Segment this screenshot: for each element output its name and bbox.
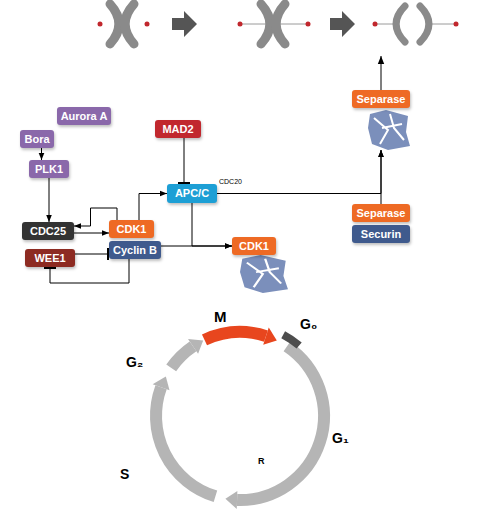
protein-name: CDC25 bbox=[22, 222, 74, 240]
spindle-pole bbox=[238, 22, 243, 27]
protein-node: CDK1 bbox=[109, 220, 154, 238]
chromatid bbox=[420, 6, 429, 42]
activation-connector bbox=[192, 203, 232, 246]
protein-node: Cyclin B bbox=[109, 241, 161, 259]
protein-name: MAD2 bbox=[155, 120, 201, 138]
protein-box: MAD2 bbox=[155, 120, 201, 138]
protein-node: CDC25 bbox=[22, 222, 74, 240]
protein-name: Bora bbox=[20, 130, 54, 148]
spindle-fiber bbox=[278, 24, 306, 25]
activation-connector bbox=[217, 150, 381, 194]
g1-arc bbox=[237, 346, 324, 500]
phase-label: R bbox=[258, 456, 265, 466]
stage-arrow bbox=[330, 11, 355, 37]
activation-connector bbox=[74, 233, 109, 234]
cell-cycle bbox=[153, 328, 324, 509]
protein-name: Cyclin B bbox=[109, 241, 161, 259]
activation-connector bbox=[49, 178, 50, 222]
protein-name: Separase bbox=[352, 204, 410, 222]
protein-box: Aurora A bbox=[57, 107, 111, 125]
chromatid bbox=[396, 6, 405, 42]
spindle-fiber bbox=[377, 24, 394, 25]
activation-connector bbox=[41, 148, 42, 160]
protein-name: Aurora A bbox=[57, 107, 111, 125]
spindle-pole bbox=[98, 22, 103, 27]
m-phase-head bbox=[263, 328, 277, 345]
spindle-pole bbox=[306, 22, 311, 27]
phase-label: G₀ bbox=[300, 316, 317, 332]
protein-node: Aurora A bbox=[57, 107, 111, 125]
inhibition-connector bbox=[184, 138, 185, 184]
protein-box: CDK1 bbox=[109, 220, 154, 238]
m-phase-arc bbox=[205, 332, 266, 340]
chromosome-condensed bbox=[98, 4, 150, 44]
protein-node: APC/C bbox=[167, 184, 217, 203]
chromatid bbox=[261, 4, 270, 44]
degraded-protein bbox=[240, 255, 288, 293]
protein-name: PLK1 bbox=[29, 160, 69, 178]
chromatid bbox=[125, 4, 134, 44]
protein-box: Cyclin B bbox=[109, 241, 161, 259]
protein-node: Separase bbox=[352, 90, 410, 150]
s-arc bbox=[156, 387, 215, 496]
inhibition-connector bbox=[75, 254, 109, 255]
protein-node: MAD2 bbox=[155, 120, 201, 138]
phase-label: G₁ bbox=[332, 430, 349, 446]
activation-connector bbox=[381, 150, 382, 204]
protein-box: Securin bbox=[352, 225, 410, 243]
protein-node: Bora bbox=[20, 130, 54, 148]
activation-connector bbox=[139, 194, 167, 221]
protein-node: CDK1 bbox=[232, 237, 290, 293]
degradation-crack bbox=[247, 259, 281, 288]
protein-box: Separase bbox=[352, 204, 410, 222]
chromatids-separated bbox=[373, 6, 459, 42]
spindle-fiber bbox=[431, 24, 454, 25]
protein-box: PLK1 bbox=[29, 160, 69, 178]
spindle-fiber bbox=[242, 24, 268, 25]
stage-arrow bbox=[172, 11, 197, 37]
g1-head bbox=[225, 491, 237, 509]
degraded-protein bbox=[368, 110, 410, 150]
chromatid bbox=[276, 4, 285, 44]
protein-node: PLK1 bbox=[29, 160, 69, 178]
g0-arc bbox=[283, 335, 299, 346]
protein-name: CDK1 bbox=[109, 220, 154, 238]
chromosome-attached bbox=[238, 4, 311, 44]
subunit-label: CDC20 bbox=[219, 178, 242, 185]
s-head bbox=[153, 377, 170, 391]
protein-node: Separase bbox=[352, 204, 410, 222]
degradation-crack bbox=[374, 114, 404, 144]
protein-box: APC/C bbox=[167, 184, 217, 203]
g2-arc bbox=[171, 346, 193, 367]
protein-name: WEE1 bbox=[25, 249, 75, 267]
separation-arrow bbox=[381, 56, 382, 90]
phase-label: G₂ bbox=[126, 354, 143, 370]
protein-box: WEE1 bbox=[25, 249, 75, 267]
spindle-pole bbox=[454, 22, 459, 27]
protein-box: Separase bbox=[352, 90, 410, 108]
spindle-pole bbox=[373, 22, 378, 27]
protein-box: CDC25 bbox=[22, 222, 74, 240]
protein-name: Separase bbox=[352, 90, 410, 108]
g2-head bbox=[188, 339, 203, 354]
protein-node: WEE1 bbox=[25, 249, 75, 267]
protein-name: CDK1 bbox=[232, 237, 276, 255]
degraded-fragment bbox=[240, 255, 288, 293]
protein-box: CDK1 bbox=[232, 237, 276, 255]
phase-label: S bbox=[120, 466, 129, 482]
protein-name: Securin bbox=[352, 225, 410, 243]
degraded-fragment bbox=[368, 110, 410, 150]
spindle-pole bbox=[145, 22, 150, 27]
protein-box: Bora bbox=[20, 130, 54, 148]
protein-node: Securin bbox=[352, 225, 410, 243]
chromatid bbox=[110, 4, 119, 44]
phase-label: M bbox=[214, 308, 227, 325]
protein-name: APC/C bbox=[167, 184, 217, 203]
